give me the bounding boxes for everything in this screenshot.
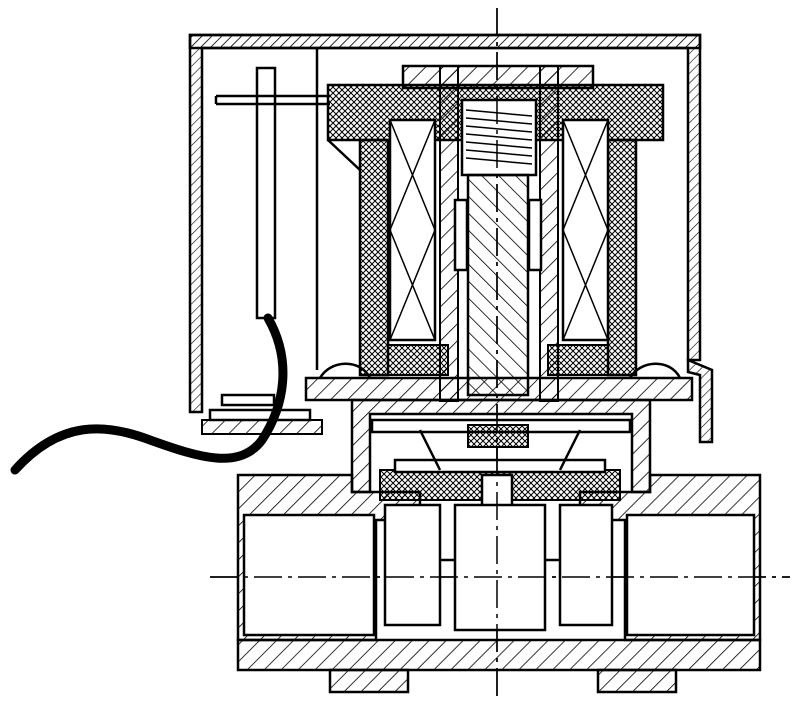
inner-passage [383, 503, 614, 632]
housing-cover [188, 33, 714, 444]
coil-base-plate [304, 376, 694, 402]
coil-winding-right [561, 118, 610, 342]
coil-winding-left [388, 118, 437, 342]
outlet-bore [625, 513, 756, 637]
power-cable [10, 313, 288, 475]
plunger [453, 173, 543, 397]
inlet-bore [242, 513, 376, 637]
terminal-lead [201, 66, 330, 435]
spring [460, 98, 538, 177]
